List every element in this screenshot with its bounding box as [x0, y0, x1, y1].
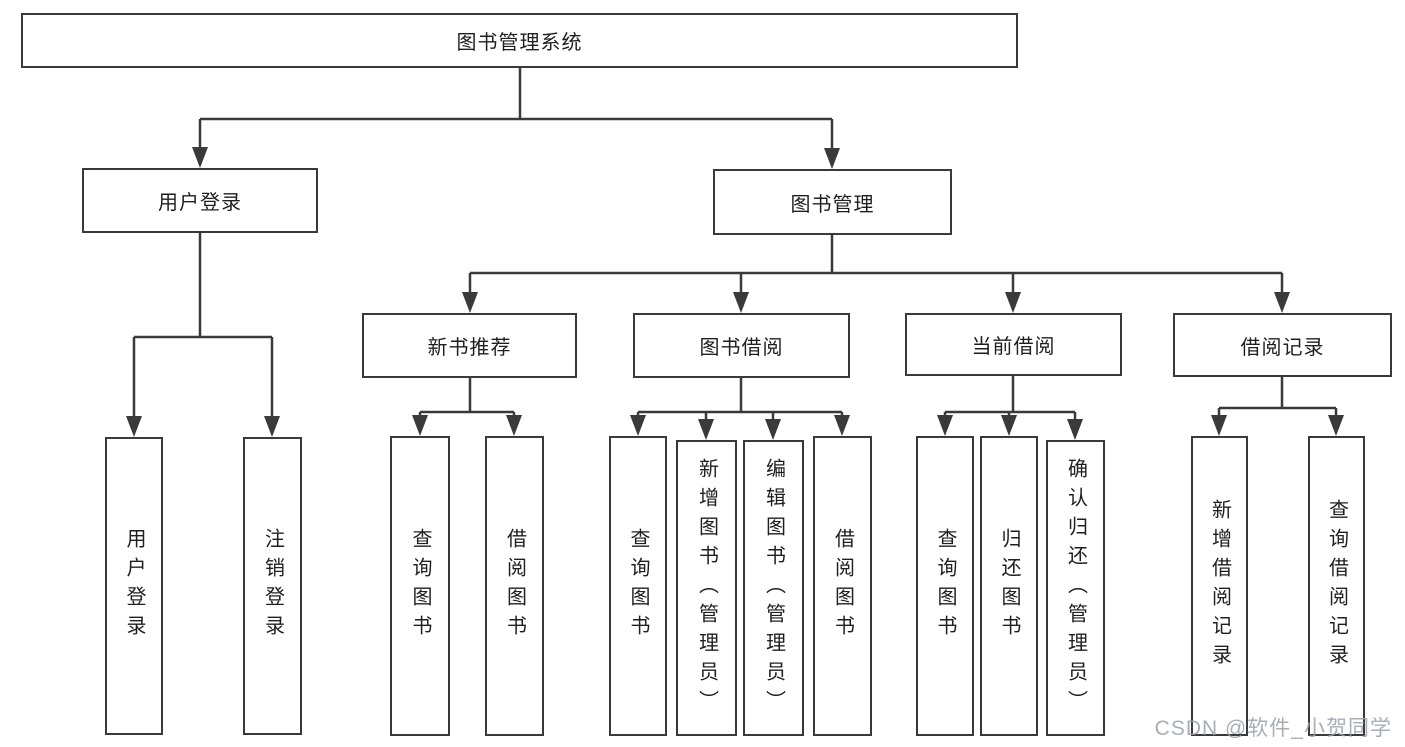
leaf-borrow-book-recommend: 借阅图书: [485, 436, 544, 736]
leaf-query-book-current: 查询图书: [916, 436, 974, 736]
leaf-edit-book-admin-label: 编辑图书（管理员）: [762, 457, 785, 719]
leaf-user-login-label: 用户登录: [123, 528, 145, 644]
leaf-edit-book-admin: 编辑图书（管理员）: [743, 440, 804, 736]
leaf-query-book-recommend: 查询图书: [390, 436, 450, 736]
leaf-query-book-borrow: 查询图书: [609, 436, 667, 736]
leaf-return-book-label: 归还图书: [998, 528, 1020, 644]
node-borrow-records: 借阅记录: [1173, 313, 1392, 377]
leaf-query-borrow-record: 查询借阅记录: [1308, 436, 1365, 736]
leaf-logout: 注销登录: [243, 437, 302, 735]
leaf-confirm-return-admin-label: 确认归还（管理员）: [1064, 457, 1087, 719]
leaf-add-borrow-record-label: 新增借阅记录: [1208, 499, 1231, 673]
leaf-user-login: 用户登录: [105, 437, 163, 735]
node-user-login: 用户登录: [82, 168, 318, 233]
node-book-management: 图书管理: [713, 169, 952, 235]
leaf-borrow-book: 借阅图书: [813, 436, 872, 736]
leaf-add-book-admin: 新增图书（管理员）: [676, 440, 737, 736]
leaf-query-book-recommend-label: 查询图书: [409, 528, 431, 644]
node-current-borrow: 当前借阅: [905, 313, 1122, 376]
node-book-borrow: 图书借阅: [633, 313, 850, 378]
node-root: 图书管理系统: [21, 13, 1018, 68]
leaf-add-borrow-record: 新增借阅记录: [1191, 436, 1248, 736]
leaf-query-book-borrow-label: 查询图书: [627, 528, 649, 644]
node-new-book-recommend: 新书推荐: [362, 313, 577, 378]
leaf-add-book-admin-label: 新增图书（管理员）: [695, 457, 718, 719]
leaf-return-book: 归还图书: [980, 436, 1038, 736]
leaf-borrow-book-recommend-label: 借阅图书: [503, 528, 526, 644]
leaf-query-borrow-record-label: 查询借阅记录: [1325, 499, 1348, 673]
leaf-logout-label: 注销登录: [261, 528, 284, 644]
leaf-confirm-return-admin: 确认归还（管理员）: [1046, 440, 1105, 736]
csdn-watermark: CSDN @软件_小贺同学: [1154, 717, 1392, 740]
leaf-borrow-book-label: 借阅图书: [831, 528, 854, 644]
leaf-query-book-current-label: 查询图书: [934, 528, 956, 644]
